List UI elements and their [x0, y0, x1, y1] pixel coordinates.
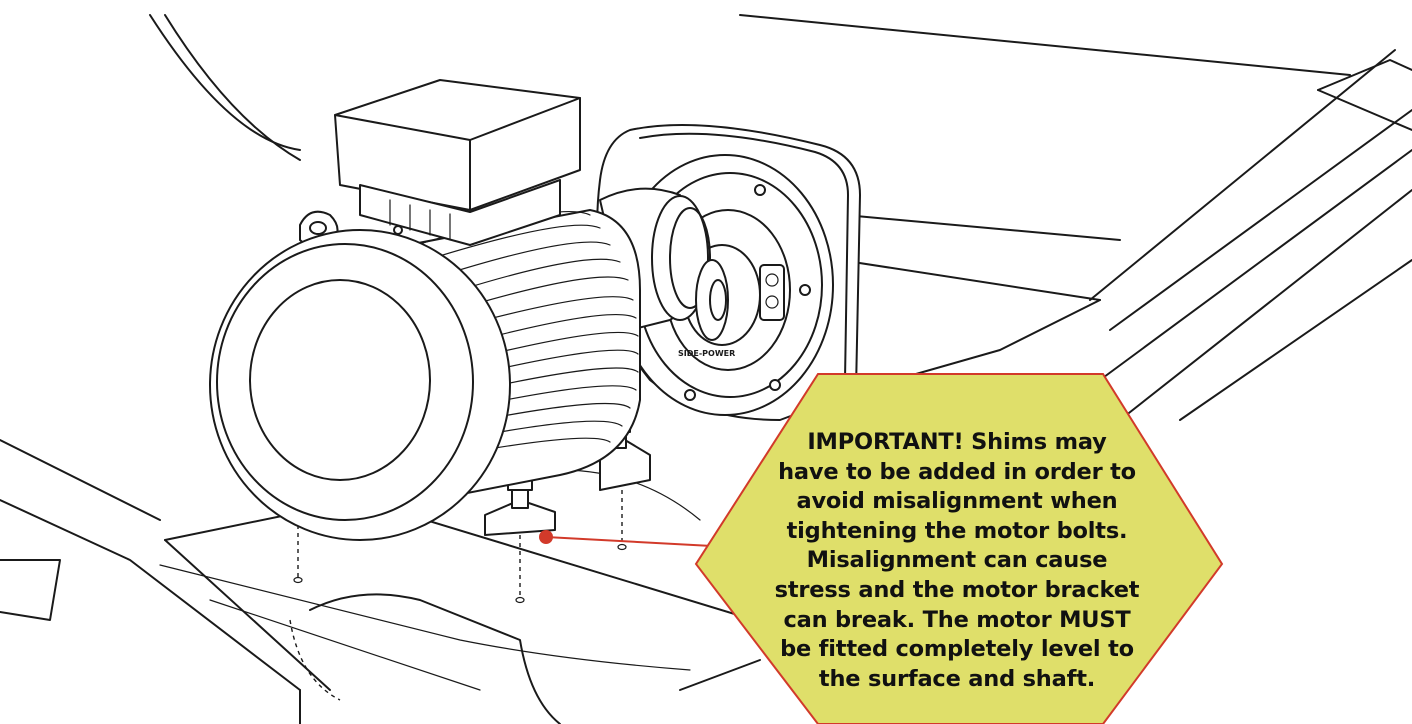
callout-line: can break. The motor MUST [783, 606, 1131, 633]
side-power-label: SIDE-POWER [678, 349, 735, 358]
callout-line: Misalignment can cause [806, 547, 1108, 574]
callout-line: the surface and shaft. [818, 665, 1096, 692]
callout-line: stress and the motor bracket [774, 576, 1140, 603]
hull-structure [0, 14, 1412, 724]
leader-dot [539, 530, 553, 544]
callout-hexagon [694, 373, 1224, 724]
callout-line: IMPORTANT! Shims may [807, 429, 1107, 455]
callout-text: IMPORTANT! Shims may have to be added in… [742, 428, 1172, 694]
electric-motor [209, 79, 641, 541]
callout-line: be fitted completely level to [780, 636, 1134, 663]
callout-line: tightening the motor bolts. [786, 517, 1128, 544]
leader-line [545, 536, 713, 547]
motor-coupling [599, 187, 729, 341]
callout-leader [539, 530, 713, 547]
callout-line: avoid misalignment when [796, 488, 1118, 515]
callout-line: have to be added in order to [778, 458, 1136, 485]
